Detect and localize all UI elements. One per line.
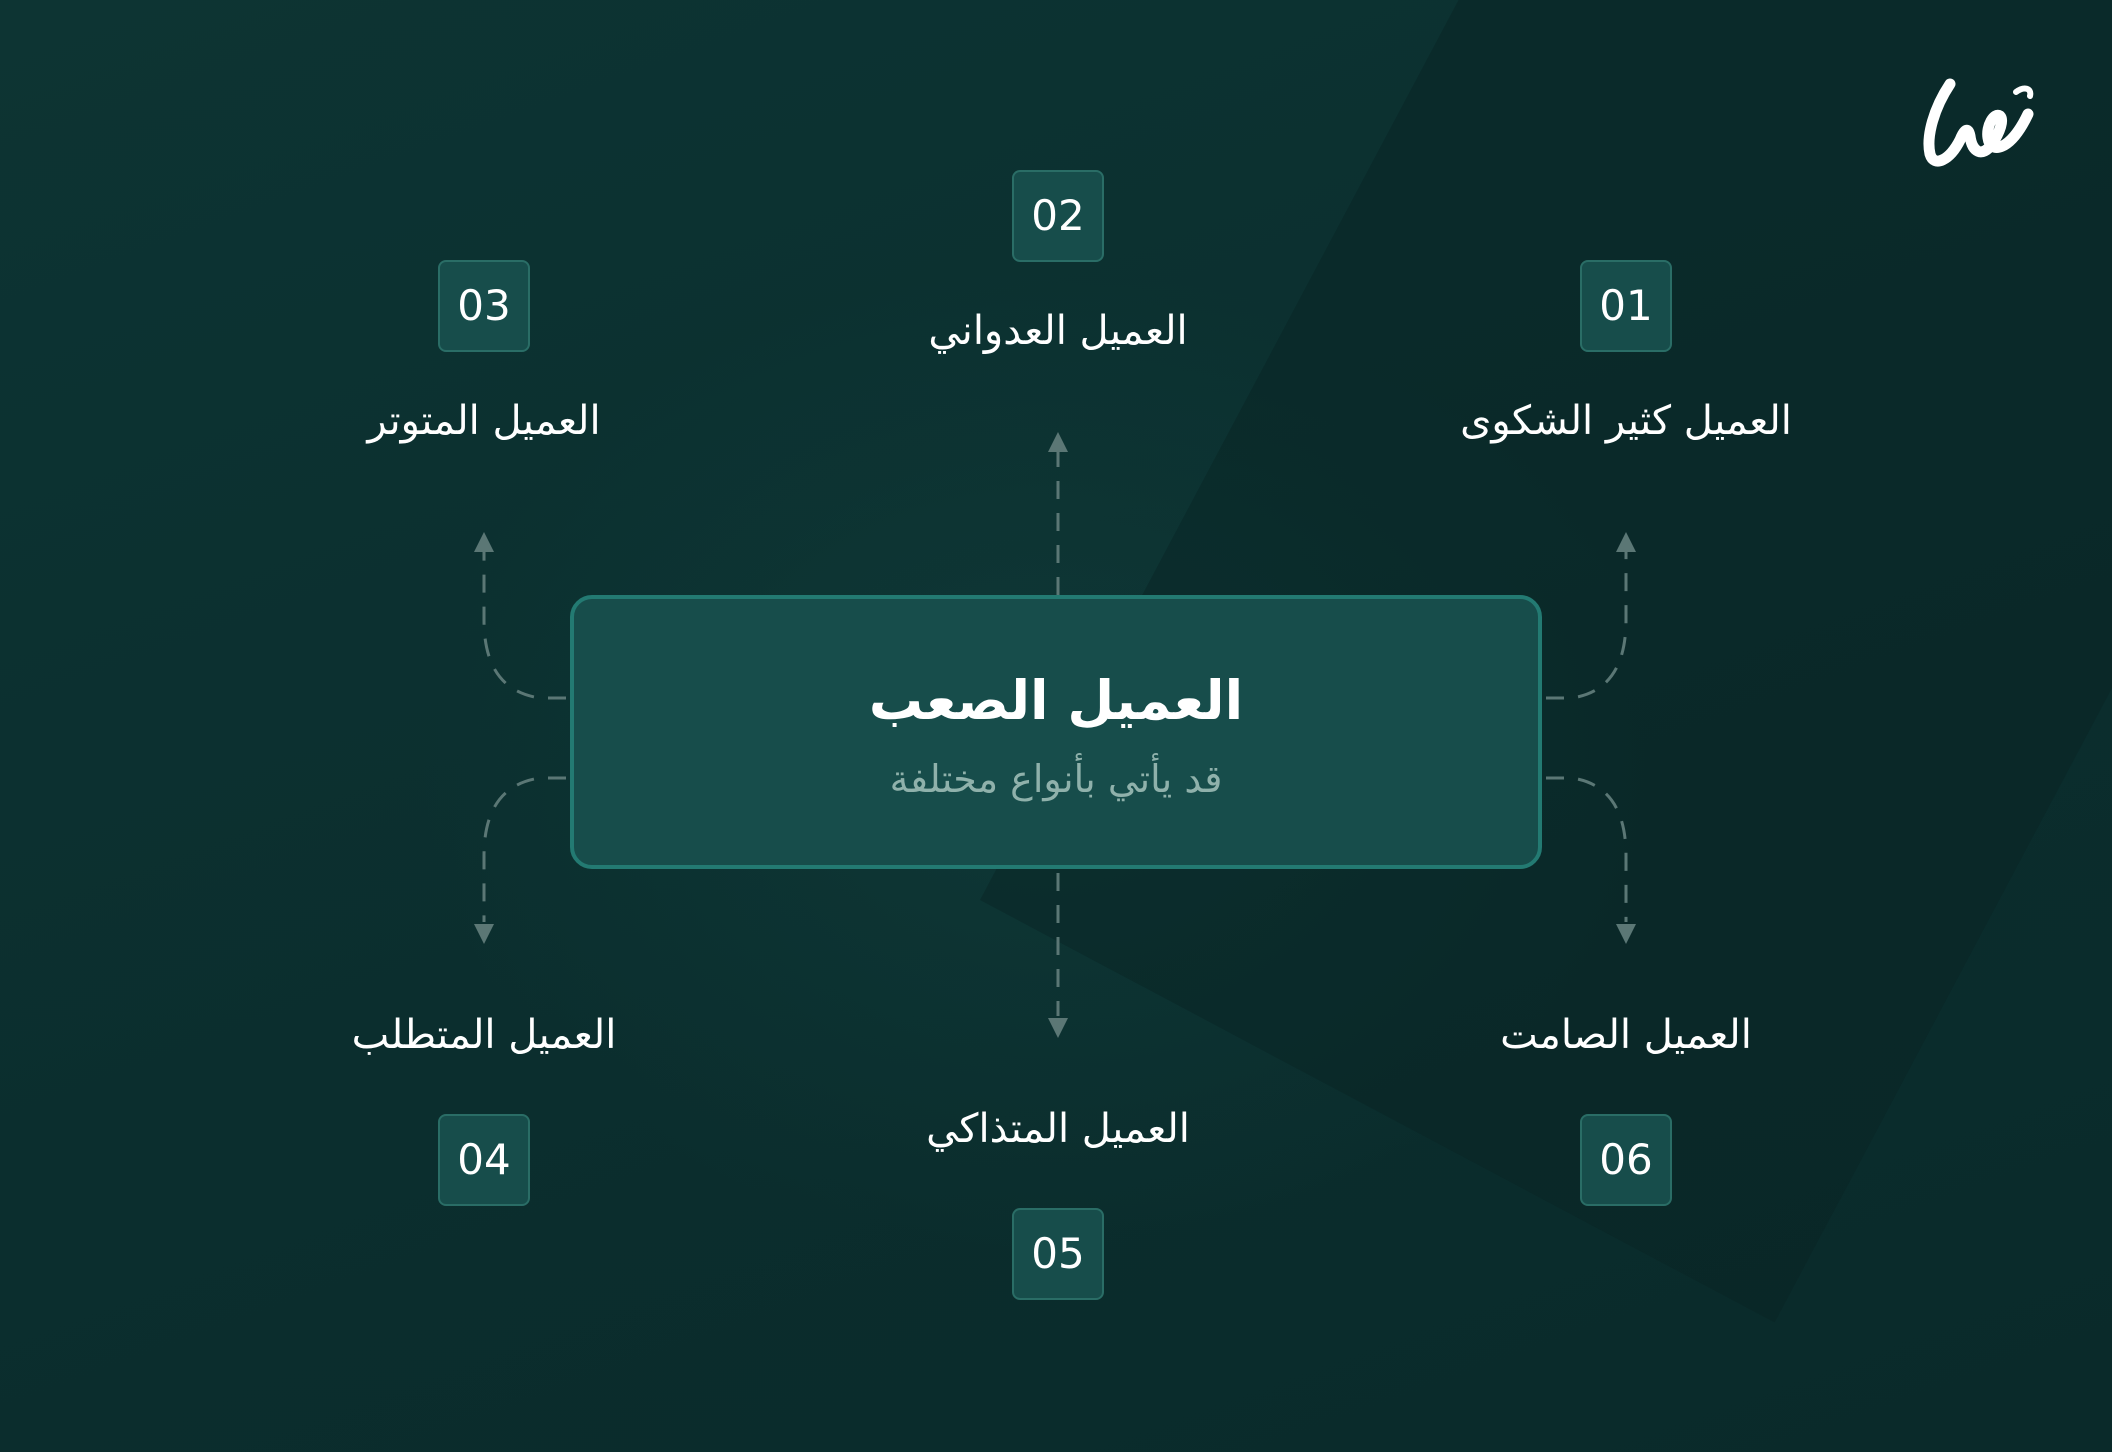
arrowhead-icon — [474, 532, 494, 552]
number-badge-06: 06 — [1580, 1114, 1672, 1206]
arrowhead-icon — [1616, 924, 1636, 944]
connector-06 — [1546, 776, 1628, 922]
brand-logo-icon — [1923, 78, 2034, 167]
connector-01 — [1546, 550, 1628, 700]
type-label-03: العميل المتوتر — [367, 398, 601, 444]
number-badge-01: 01 — [1580, 260, 1672, 352]
center-title: العميل الصعب — [868, 669, 1244, 732]
number-badge-03: 03 — [438, 260, 530, 352]
number-badge-02: 02 — [1012, 170, 1104, 262]
number-badge-04: 04 — [438, 1114, 530, 1206]
center-subtitle: قد يأتي بأنواع مختلفة — [889, 757, 1223, 801]
arrowhead-icon — [1048, 1018, 1068, 1038]
arrowhead-icon — [474, 924, 494, 944]
type-label-02: العميل العدواني — [928, 308, 1188, 354]
number-badge-05: 05 — [1012, 1208, 1104, 1300]
connector-04 — [482, 776, 566, 922]
type-label-04: العميل المتطلب — [351, 1012, 617, 1058]
connector-03 — [482, 550, 566, 700]
type-label-06: العميل الصامت — [1500, 1012, 1752, 1058]
arrowhead-icon — [1048, 432, 1068, 452]
center-card: العميل الصعب قد يأتي بأنواع مختلفة — [570, 595, 1542, 869]
arrowhead-icon — [1616, 532, 1636, 552]
type-label-01: العميل كثير الشكوى — [1460, 398, 1792, 444]
type-label-05: العميل المتذاكي — [926, 1106, 1190, 1152]
